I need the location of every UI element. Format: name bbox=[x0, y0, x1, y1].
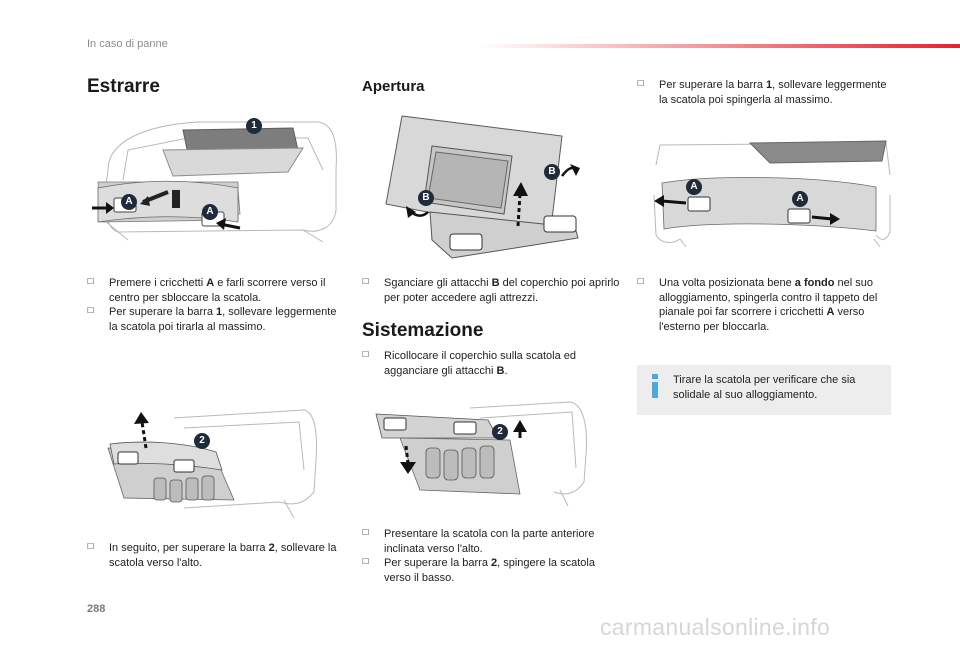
figure-stow: 2 bbox=[370, 398, 592, 508]
figure-extract-release: 1 A A bbox=[88, 110, 340, 250]
bullets-push: ☐Per superare la barra 1, sollevare legg… bbox=[637, 78, 891, 107]
watermark: carmanualsonline.info bbox=[600, 614, 831, 640]
bullets-open: ☐Sganciare gli attacchi B del coperchio … bbox=[362, 276, 620, 305]
checkbox-bullet-icon: ☐ bbox=[362, 557, 370, 566]
heading-estrarre: Estrarre bbox=[87, 76, 160, 97]
checkbox-bullet-icon: ☐ bbox=[87, 277, 95, 286]
bullet-item: ☐In seguito, per superare la barra 2, so… bbox=[87, 542, 337, 569]
callout-a: A bbox=[686, 179, 702, 195]
checkbox-bullet-icon: ☐ bbox=[87, 306, 95, 315]
checkbox-bullet-icon: ☐ bbox=[637, 79, 645, 88]
bullets-extract-lift: ☐In seguito, per superare la barra 2, so… bbox=[87, 541, 345, 570]
callout-a: A bbox=[121, 194, 137, 210]
bullet-item: ☐Premere i cricchetti A e farli scorrere… bbox=[87, 277, 326, 304]
bullet-item: ☐Una volta posizionata bene a fondo nel … bbox=[637, 277, 878, 333]
checkbox-bullet-icon: ☐ bbox=[87, 542, 95, 551]
page-number: 288 bbox=[87, 603, 106, 615]
callout-2: 2 bbox=[194, 433, 210, 449]
bullets-extract: ☐Premere i cricchetti A e farli scorrere… bbox=[87, 276, 345, 334]
heading-apertura: Apertura bbox=[362, 78, 425, 95]
bullets-stow-lid: ☐Ricollocare il coperchio sulla scatola … bbox=[362, 349, 620, 378]
checkbox-bullet-icon: ☐ bbox=[362, 528, 370, 537]
heading-sistemazione: Sistemazione bbox=[362, 320, 484, 341]
callout-a: A bbox=[792, 191, 808, 207]
figure-extract-lift: 2 bbox=[104, 400, 319, 522]
checkbox-bullet-icon: ☐ bbox=[362, 350, 370, 359]
header-accent-bar bbox=[480, 44, 960, 48]
info-note: Tirare la scatola per verificare che sia… bbox=[637, 365, 891, 415]
bullet-item: ☐Sganciare gli attacchi B del coperchio … bbox=[362, 277, 620, 304]
bullet-item: ☐Presentare la scatola con la parte ante… bbox=[362, 528, 595, 555]
checkbox-bullet-icon: ☐ bbox=[362, 277, 370, 286]
bullets-stow: ☐Presentare la scatola con la parte ante… bbox=[362, 527, 624, 585]
figure-lock: A A bbox=[650, 135, 891, 250]
callout-a: A bbox=[202, 204, 218, 220]
checkbox-bullet-icon: ☐ bbox=[637, 277, 645, 286]
callout-b: B bbox=[418, 190, 434, 206]
bullet-item: ☐Per superare la barra 1, sollevare legg… bbox=[87, 306, 337, 333]
bullet-item: ☐Per superare la barra 1, sollevare legg… bbox=[637, 79, 887, 106]
callout-2: 2 bbox=[492, 424, 508, 440]
section-title: In caso di panne bbox=[87, 38, 168, 50]
note-text: Tirare la scatola per verificare che sia… bbox=[673, 374, 856, 401]
bullet-item: ☐Ricollocare il coperchio sulla scatola … bbox=[362, 350, 576, 377]
callout-b: B bbox=[544, 164, 560, 180]
figure-open-lid: B B bbox=[372, 108, 592, 264]
info-icon bbox=[648, 374, 662, 398]
callout-1: 1 bbox=[246, 118, 262, 134]
bullet-item: ☐Per superare la barra 2, spingere la sc… bbox=[362, 557, 595, 584]
bullets-lock: ☐Una volta posizionata bene a fondo nel … bbox=[637, 276, 891, 334]
